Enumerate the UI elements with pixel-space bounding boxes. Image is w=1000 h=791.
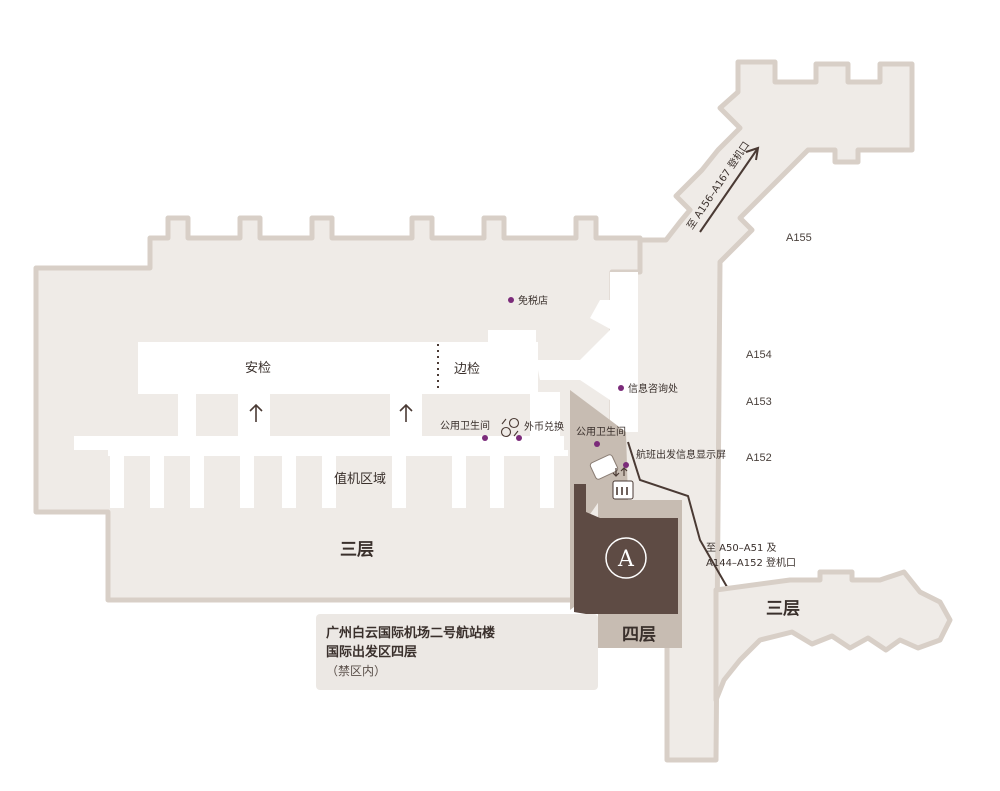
- duty-free-label: 免税店: [518, 294, 548, 307]
- corridors: [74, 272, 638, 508]
- information-dot: [618, 385, 624, 391]
- lounge-area: [574, 484, 678, 614]
- to-lower-gates-label-line2: A144–A152 登机口: [706, 556, 796, 569]
- restroom-right-label: 公用卫生间: [576, 425, 626, 438]
- restroom-left-dot: [482, 435, 488, 441]
- currency-exchange-icon: [500, 417, 520, 438]
- border-control-label: 边检: [454, 362, 480, 377]
- restroom-right-dot: [594, 441, 600, 447]
- info-box: 广州白云国际机场二号航站楼 国际出发区四层 （禁区内）: [316, 614, 598, 690]
- lower-wing-outline: [713, 569, 953, 703]
- escalator-icon: [589, 454, 619, 480]
- gate-a155-label: A155: [786, 232, 812, 244]
- check-in-area-label: 值机区域: [334, 471, 386, 487]
- currency-exchange-label: 外币兑换: [524, 420, 564, 433]
- info-box-zone-name: 国际出发区四层: [326, 645, 418, 660]
- pier-outline: [609, 59, 915, 763]
- fourth-floor-label: 四层: [622, 625, 656, 645]
- duty-free-dot: [508, 297, 514, 303]
- third-floor-right-label-overlay: 三层: [766, 599, 800, 619]
- currency-exchange-dot: [516, 435, 522, 441]
- information-label: 信息咨询处: [628, 382, 678, 395]
- flight-info-label: 航班出发信息显示屏: [636, 448, 726, 461]
- arrow-up-icon: [399, 403, 413, 422]
- security-check-label: 安检: [245, 361, 271, 376]
- route-arrow-upper: [699, 146, 760, 233]
- gate-a153-label: A153: [746, 396, 772, 408]
- elevator-icon: [612, 480, 634, 500]
- info-box-terminal-name: 广州白云国际机场二号航站楼: [326, 626, 496, 641]
- third-floor-left-label: 三层: [340, 540, 374, 560]
- gate-a152-label: A152: [746, 452, 772, 464]
- arrow-up-icon: [249, 403, 263, 422]
- info-box-restricted-note: （禁区内）: [326, 664, 387, 678]
- lounge-logo-letter: A: [617, 547, 635, 572]
- lounge-logo-circle: [605, 537, 647, 579]
- to-lower-gates-label-line1: 至 A50–A51 及: [706, 542, 777, 554]
- restroom-left-label: 公用卫生间: [440, 419, 490, 432]
- up-down-arrows-icon: [612, 467, 628, 477]
- flight-info-dot: [623, 462, 629, 468]
- gate-a154-label: A154: [746, 349, 772, 361]
